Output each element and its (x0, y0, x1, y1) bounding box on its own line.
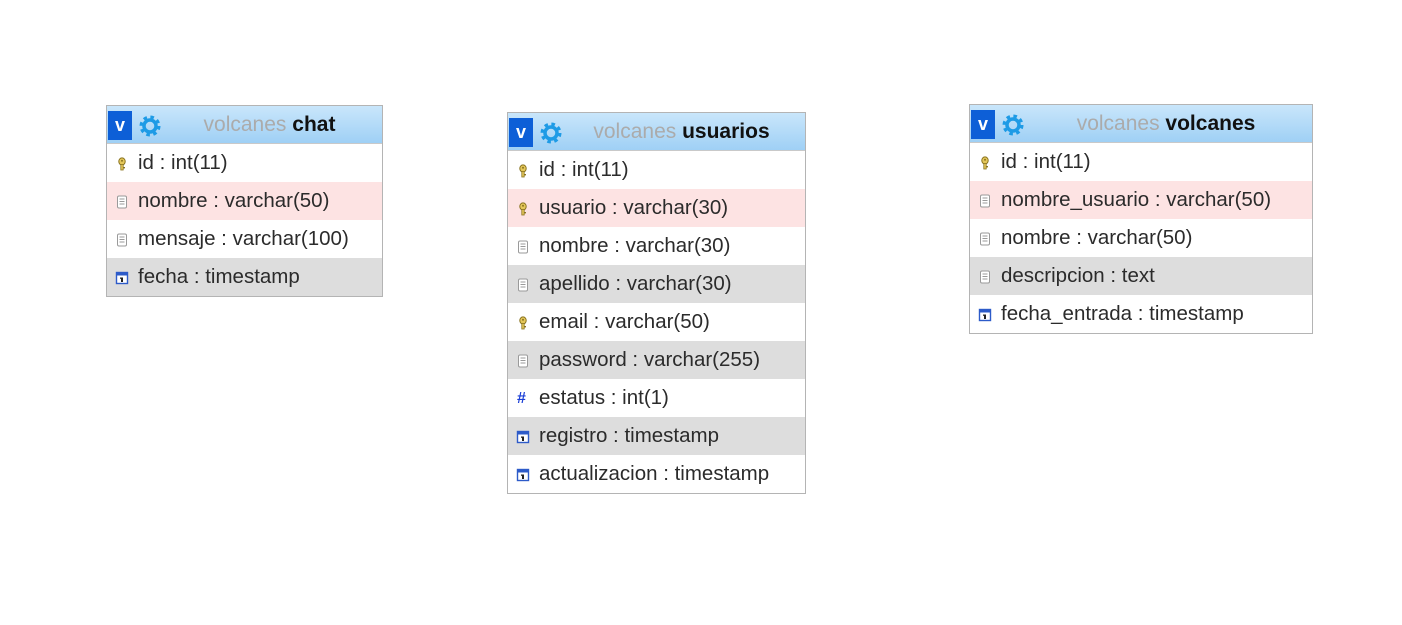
text-field-icon (978, 194, 992, 208)
table-header[interactable]: v volcanes chat (107, 106, 382, 144)
toggle-columns-button[interactable]: v (971, 110, 995, 139)
table-database-name: volcanes (593, 120, 677, 143)
toggle-columns-button[interactable]: v (509, 118, 533, 147)
calendar-icon (516, 468, 530, 482)
column-label: mensaje : varchar(100) (138, 227, 349, 250)
column-row[interactable]: nombre_usuario : varchar(50) (970, 181, 1312, 219)
key-icon (516, 164, 530, 178)
table-usuarios[interactable]: v volcanes usuarios id : int(11) usuario … (507, 112, 806, 494)
toggle-columns-button[interactable]: v (108, 111, 132, 140)
text-field-icon (516, 278, 530, 292)
column-row[interactable]: mensaje : varchar(100) (107, 220, 382, 258)
column-row[interactable]: password : varchar(255) (508, 341, 805, 379)
column-row[interactable]: id : int(11) (508, 151, 805, 189)
table-columns: id : int(11) nombre_usuario : varchar(50)… (970, 143, 1312, 333)
column-row[interactable]: id : int(11) (107, 144, 382, 182)
column-label: nombre_usuario : varchar(50) (1001, 188, 1272, 211)
column-label: registro : timestamp (539, 424, 719, 447)
text-field-icon (115, 195, 129, 209)
column-row[interactable]: descripcion : text (970, 257, 1312, 295)
column-row[interactable]: id : int(11) (970, 143, 1312, 181)
table-name: usuarios (682, 120, 770, 143)
column-row[interactable]: actualizacion : timestamp (508, 455, 805, 493)
table-name: volcanes (1165, 112, 1256, 135)
column-label: apellido : varchar(30) (539, 272, 732, 295)
column-label: usuario : varchar(30) (539, 196, 729, 219)
text-field-icon (978, 232, 992, 246)
table-title[interactable]: volcanes volcanes (1026, 105, 1306, 143)
column-label: nombre : varchar(50) (138, 189, 330, 212)
column-label: password : varchar(255) (539, 348, 761, 371)
column-label: actualizacion : timestamp (539, 462, 770, 485)
column-row[interactable]: # estatus : int(1) (508, 379, 805, 417)
column-label: id : int(11) (539, 158, 629, 181)
table-columns: id : int(11) usuario : varchar(30) nombre … (508, 151, 805, 493)
table-columns: id : int(11) nombre : varchar(50) mensaje … (107, 144, 382, 296)
column-label: descripcion : text (1001, 264, 1155, 287)
column-row[interactable]: fecha_entrada : timestamp (970, 295, 1312, 333)
calendar-icon (115, 271, 129, 285)
column-row[interactable]: fecha : timestamp (107, 258, 382, 296)
column-label: id : int(11) (1001, 150, 1091, 173)
table-name: chat (292, 113, 336, 136)
column-label: nombre : varchar(50) (1001, 226, 1193, 249)
table-title[interactable]: volcanes chat (163, 106, 376, 144)
calendar-icon (978, 308, 992, 322)
column-row[interactable]: registro : timestamp (508, 417, 805, 455)
column-row[interactable]: email : varchar(50) (508, 303, 805, 341)
text-field-icon (516, 240, 530, 254)
table-title[interactable]: volcanes usuarios (564, 113, 799, 151)
gear-icon[interactable] (1002, 114, 1024, 136)
hash-icon: # (517, 390, 526, 407)
column-row[interactable]: nombre : varchar(50) (970, 219, 1312, 257)
text-field-icon (978, 270, 992, 284)
column-label: fecha : timestamp (138, 265, 300, 288)
column-label: id : int(11) (138, 151, 228, 174)
table-header[interactable]: v volcanes usuarios (508, 113, 805, 151)
column-label: email : varchar(50) (539, 310, 710, 333)
key-icon (115, 157, 129, 171)
table-database-name: volcanes (203, 113, 287, 136)
column-label: fecha_entrada : timestamp (1001, 302, 1244, 325)
table-volcanes[interactable]: v volcanes volcanes id : int(11) nombre_u… (969, 104, 1313, 334)
column-row[interactable]: nombre : varchar(30) (508, 227, 805, 265)
column-label: estatus : int(1) (539, 386, 669, 409)
text-field-icon (516, 354, 530, 368)
gear-icon[interactable] (540, 122, 562, 144)
column-row[interactable]: apellido : varchar(30) (508, 265, 805, 303)
calendar-icon (516, 430, 530, 444)
column-row[interactable]: nombre : varchar(50) (107, 182, 382, 220)
table-database-name: volcanes (1076, 112, 1160, 135)
gear-icon[interactable] (139, 115, 161, 137)
column-row[interactable]: usuario : varchar(30) (508, 189, 805, 227)
key-icon (978, 156, 992, 170)
key-icon (516, 202, 530, 216)
column-label: nombre : varchar(30) (539, 234, 731, 257)
key-icon (516, 316, 530, 330)
table-chat[interactable]: v volcanes chat id : int(11) nombre : var… (106, 105, 383, 297)
text-field-icon (115, 233, 129, 247)
table-header[interactable]: v volcanes volcanes (970, 105, 1312, 143)
